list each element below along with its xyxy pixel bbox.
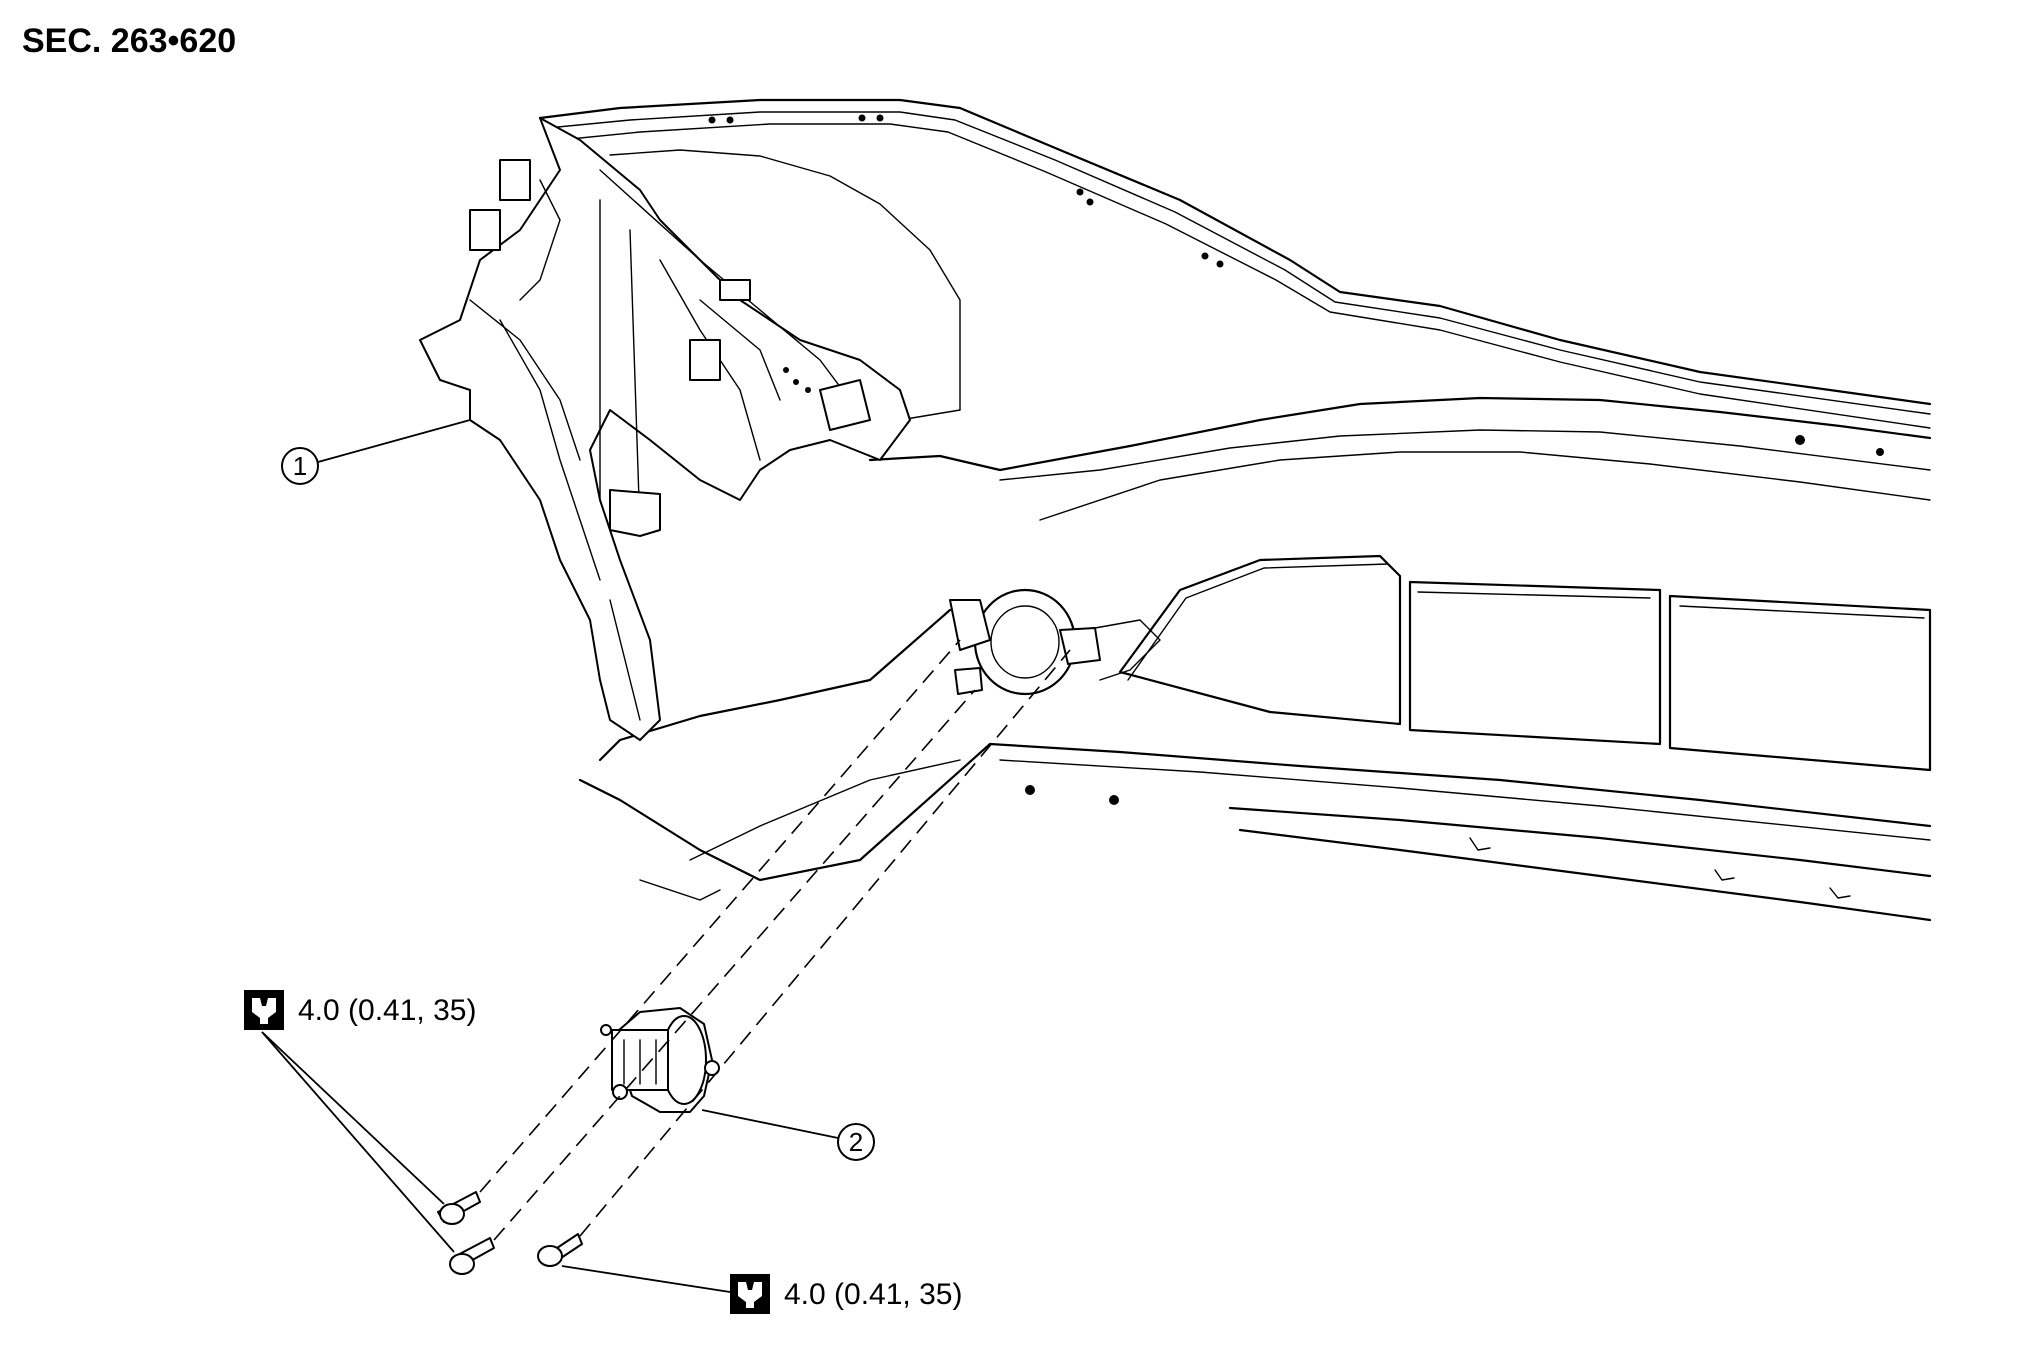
fog-lamp-part-2 (600, 1007, 720, 1113)
torque-value-upper: 4.0 (0.41, 35) (298, 994, 476, 1027)
bumper-bracket-part-1 (419, 117, 911, 741)
callout-number-1: 1 (293, 451, 307, 481)
callout-number-2: 2 (849, 1127, 863, 1157)
torque-value-lower: 4.0 (0.41, 35) (784, 1278, 962, 1311)
alignment-lines (479, 639, 1071, 1241)
torque-wrench-icon (244, 990, 284, 1030)
screw-lower-left (449, 1237, 495, 1275)
torque-wrench-icon (730, 1274, 770, 1314)
screw-lower-right (537, 1233, 583, 1267)
torque-spec-lower: 4.0 (0.41, 35) (561, 1265, 962, 1314)
torque-spec-upper: 4.0 (0.41, 35) (244, 990, 476, 1253)
section-title: SEC. 263•620 (22, 22, 236, 60)
callout-2: 2 (701, 1109, 875, 1161)
screw-upper-left (437, 1191, 481, 1225)
callout-1: 1 (281, 419, 471, 485)
front-bumper-fascia (538, 98, 1932, 922)
